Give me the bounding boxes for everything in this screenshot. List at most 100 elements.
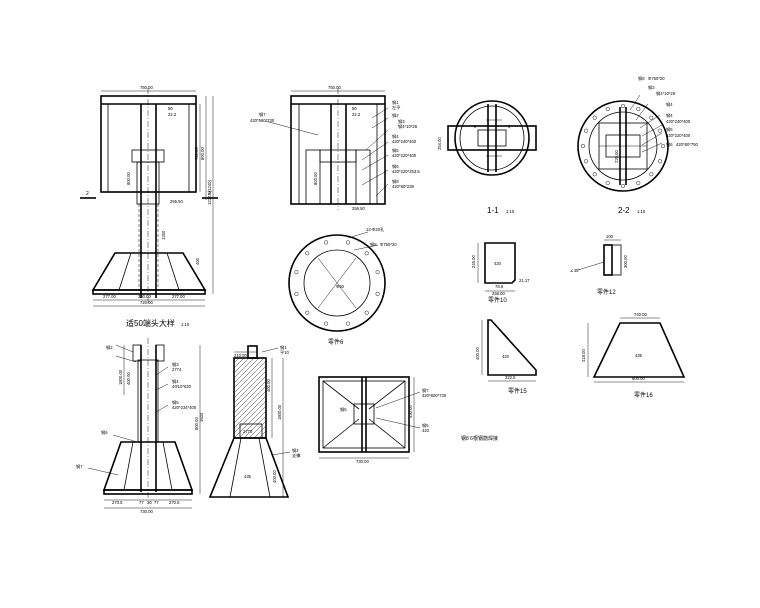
part10-r: 21.17	[519, 278, 530, 283]
bolt-hole	[305, 310, 310, 315]
hatch-line	[233, 357, 265, 389]
part16: 740.00 418.00 435 600.00 零件16	[581, 312, 686, 399]
label-plate1-sub: 左平	[392, 104, 400, 111]
section-mark-left: 2	[86, 191, 89, 197]
sec22-scale: 1:10	[637, 209, 646, 214]
ann-32-right: 32.2	[352, 112, 361, 117]
hatch-line	[238, 410, 267, 439]
bm-h1: 400.00	[266, 379, 271, 392]
dim-pipe-h: 800.00	[126, 172, 131, 185]
bl-l4: 钢4	[172, 378, 179, 385]
bl-bm3: 77	[154, 500, 159, 505]
bl-bottom: 730.00	[140, 509, 153, 514]
bolt-hole	[605, 106, 610, 112]
bl-l5-dim: 420*234*400	[172, 405, 197, 410]
flange-plate: 钢8	[370, 241, 377, 248]
sec22-l3: 钢4	[666, 101, 673, 108]
part15-h: 400.00	[475, 347, 480, 360]
bolt-hole	[649, 115, 654, 120]
label-plate1: 钢1	[392, 99, 399, 106]
part16-bottom: 600.00	[632, 376, 645, 381]
label-plate7: 钢7	[259, 111, 266, 118]
part12-w: 100	[606, 234, 614, 239]
sec22-l1-dim: Φ750*20	[648, 76, 665, 81]
bolt-hole	[620, 103, 626, 109]
plan-h: 530.00	[408, 405, 413, 418]
bm-l1: 钢1	[280, 344, 287, 351]
bolt-hole	[592, 115, 597, 120]
part10: 245.00 420 78.6 21.17 258.00 零件10	[471, 242, 530, 304]
sec22-l4: 钢4	[666, 112, 673, 119]
hatch-line	[233, 357, 250, 374]
dim-bottom-right: 256.50	[352, 206, 365, 211]
bm-h3: 400.00	[272, 470, 277, 483]
bl-l5: 钢5	[172, 399, 179, 406]
part12-note: ∠45°	[570, 268, 580, 273]
dim-d: 400	[195, 257, 200, 265]
plan-l1: 钢7	[422, 387, 429, 394]
dim-bottom-total: 720.00	[140, 300, 153, 305]
label-plate8-dim: 420*80*238	[392, 184, 415, 189]
bolt-hole	[345, 321, 350, 326]
hatch-line	[233, 385, 267, 419]
hatch-area	[233, 357, 267, 439]
label-plate4: 钢4	[392, 133, 399, 140]
bl-l7: 钢7	[76, 463, 83, 470]
hatch-line	[233, 390, 267, 424]
bl-bm2: 30	[147, 500, 152, 505]
elev-bl-view: 钢2 钢3 2774 钢4 4Φ10*630 钢5 420*234*400 钢6…	[76, 338, 204, 514]
hatch-line	[233, 395, 267, 429]
sec22-l2: 钢3	[648, 84, 655, 91]
hatch-line	[233, 375, 267, 409]
hatch-line	[233, 357, 245, 369]
sec22-l2-dim: 钢4*10*28	[656, 90, 676, 97]
bm-inner2: 435	[244, 474, 252, 479]
part15-title: 零件15	[508, 387, 527, 395]
sec22-l1: 钢8	[638, 75, 645, 82]
label-plate5-dim: 420*220*400	[392, 153, 417, 158]
hatch-line	[233, 357, 260, 384]
label-plate3-dim: 钢4*10*28	[398, 123, 418, 130]
dim-pipe-h-right: 800.00	[313, 172, 318, 185]
part12: 100 300.00 ∠45° 零件12	[570, 234, 628, 296]
bolt-hole	[294, 291, 299, 296]
part10-h: 245.00	[471, 255, 476, 268]
elev-main-title: 适50端头大样	[126, 318, 175, 328]
bolt-hole	[649, 172, 654, 177]
hatch-line	[233, 357, 240, 364]
label-plate3: 钢3	[398, 118, 405, 125]
sec22-c: 220.00	[614, 150, 619, 163]
bl-bm1: 77	[139, 500, 144, 505]
part10-title: 零件10	[488, 296, 507, 304]
bl-l3-sub: 2774	[172, 367, 182, 372]
flange-bolt-holes	[294, 240, 380, 326]
dim-c: 1250	[161, 230, 166, 240]
plan-note: 钢8 6根钢筋焊接	[461, 435, 498, 442]
bl-l2: 钢2	[106, 344, 113, 351]
sec11-scale: 1:10	[506, 209, 515, 214]
part15-w: 322.5	[505, 375, 516, 380]
hatch-line	[233, 380, 267, 414]
dim-side: 1224.5(1240)	[207, 179, 212, 205]
label-plate5: 钢5	[392, 147, 399, 154]
bolt-hole	[660, 143, 666, 149]
hatch-line	[233, 365, 267, 399]
part10-w2: 258.00	[492, 291, 505, 296]
bolt-hole	[375, 291, 380, 296]
section-1-1: 254.00 2 3 1-1 1:10	[437, 100, 537, 215]
dim-top-width-right: 750.00	[328, 85, 341, 90]
sec11-a: 2	[474, 124, 477, 129]
label-plate6-dim: 420*220*253.5	[392, 169, 420, 174]
dim-height-upper: 720.00	[194, 147, 199, 160]
bm-top: 210.00	[234, 353, 247, 358]
hatch-line	[233, 357, 255, 379]
bolt-hole	[580, 143, 586, 149]
bolt-hole	[324, 321, 329, 326]
section-2-2: 220.00 钢8 Φ750*20 钢3 钢4*10*28 钢4 钢4 420*…	[577, 75, 699, 215]
hatch-line	[233, 370, 267, 404]
bolt-hole	[583, 159, 589, 164]
bl-br: 270.5	[169, 500, 180, 505]
hatch-line	[258, 430, 267, 439]
hatch-line	[243, 415, 267, 439]
